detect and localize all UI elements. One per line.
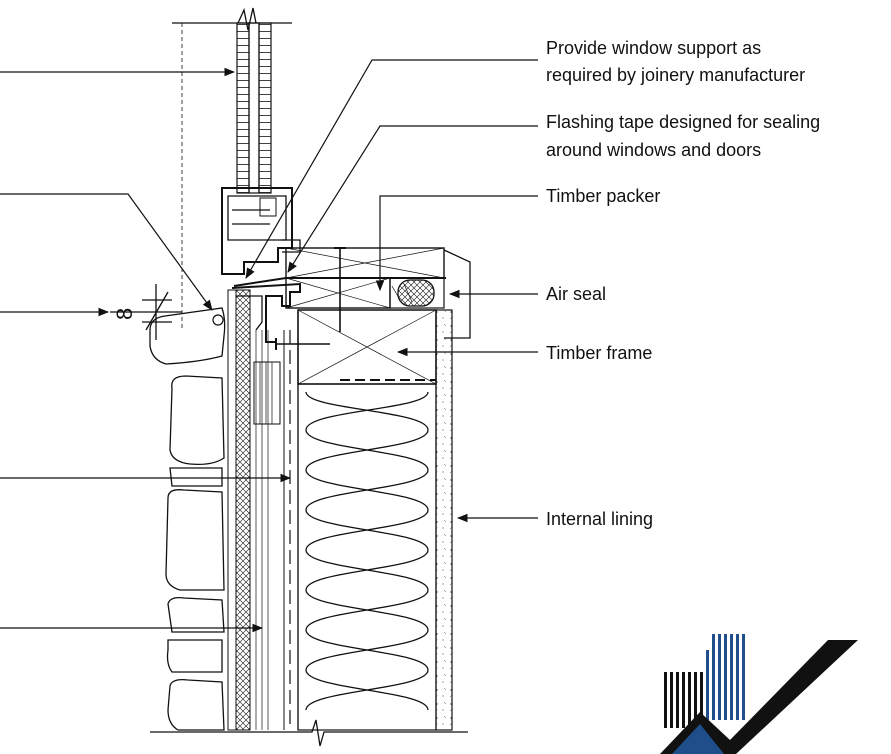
timber-frame [297,309,437,385]
air-seal [397,279,435,307]
double-glazing-unit [172,7,292,194]
timber-frame-label: Timber frame [546,343,652,363]
window-support-label-line2: required by joinery manufacturer [546,65,805,85]
nails [275,247,346,350]
insulation [297,383,437,731]
logo-blue-wedge [672,724,724,754]
logo-dark-bars [664,672,703,728]
break-line [150,719,468,747]
internal-lining-label: Internal lining [546,509,653,529]
logo-blue-bars [706,634,745,720]
left-leader-lines [0,67,292,633]
window-support-label-line1: Provide window support as [546,38,761,58]
flashing-tape-label-line1: Flashing tape designed for sealing [546,112,820,132]
air-seal-label: Air seal [546,284,606,304]
logo-swoosh [660,640,858,754]
stone-veneer [149,307,226,731]
window-frame-profile [212,187,301,326]
gap-dimension-label: 8 [112,308,137,320]
company-logo [660,634,858,754]
timber-packer-label: Timber packer [546,186,660,206]
gap-dimension [110,284,182,340]
right-leader-lines [245,59,538,523]
internal-trim [443,249,471,339]
callout-labels: Provide window support as required by jo… [112,38,820,529]
internal-lining-board [435,309,453,731]
flashing-tape-label-line2: around windows and doors [546,140,761,160]
wall-layers [227,289,299,731]
